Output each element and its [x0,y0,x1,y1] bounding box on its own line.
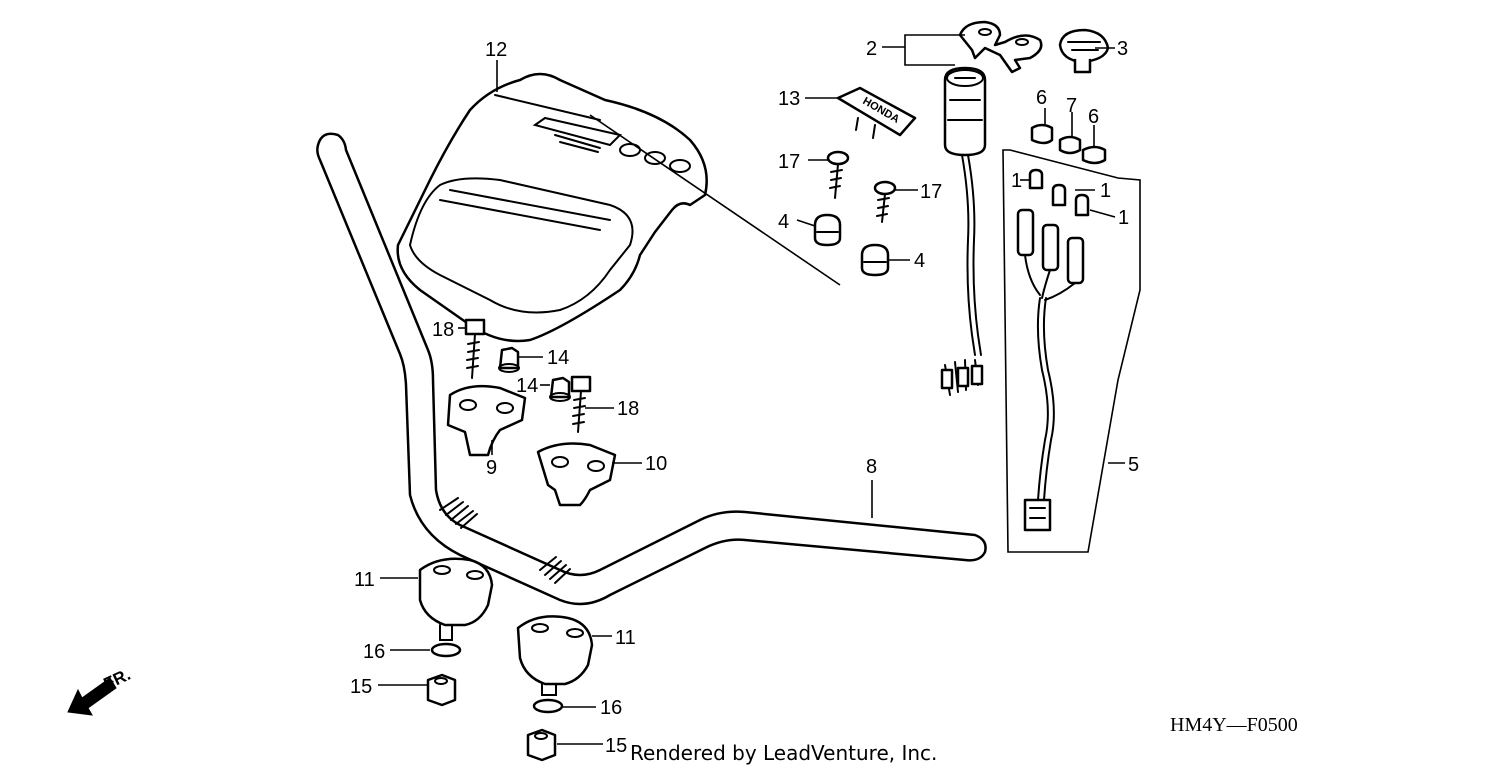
callout-4: 4 [778,211,789,233]
callout-13: 13 [778,88,800,110]
cover-leader-line [589,114,841,286]
callout-11: 11 [615,627,636,649]
callout-18: 18 [617,398,639,420]
washer-part [430,642,564,714]
callout-8: 8 [866,456,877,478]
lower-holder-part [418,557,594,696]
callout-10: 10 [645,453,667,475]
callout-17: 17 [778,151,800,173]
callout-15: 15 [605,735,627,757]
callout-18: 18 [432,319,454,341]
callout-7: 7 [1066,95,1077,117]
screw-part [826,150,897,223]
upper-holder-part [536,442,617,507]
callout-14: 14 [547,347,569,369]
callout-4: 4 [914,250,925,272]
ignition-key-part [958,20,1043,74]
indicator-cap-part [1030,123,1107,165]
handlebar-part [316,132,987,606]
callout-1: 1 [1118,207,1129,229]
cap-part [1058,28,1110,74]
callout-6: 6 [1088,106,1099,128]
callout-labels: 2 3 12 13 6 7 6 17 17 1 1 1 4 4 18 14 14… [350,38,1139,757]
callout-9: 9 [486,457,497,479]
front-direction-arrow-icon: FR. [67,665,134,716]
callout-6: 6 [1036,87,1047,109]
leader-lines [378,34,1125,745]
harness-bracket-outline [1002,149,1141,553]
grommet-part [813,213,890,277]
upper-holder-part [446,384,527,457]
nut-part [426,673,557,762]
collar-part [498,346,571,402]
callout-11: 11 [354,569,375,591]
callout-12: 12 [485,39,507,61]
callout-16: 16 [600,697,622,719]
callout-3: 3 [1117,38,1128,60]
ignition-switch-part [940,66,987,396]
bolt-part [464,318,592,433]
render-credit: Rendered by LeadVenture, Inc. [630,741,937,765]
callout-15: 15 [350,676,372,698]
diagram-code: HM4Y—F0500 [1170,714,1298,736]
handlebar-cover-part [396,72,708,343]
indicator-harness-part [1016,168,1090,532]
emblem-part: HONDA [836,86,917,139]
callout-5: 5 [1128,454,1139,476]
callout-14: 14 [516,375,538,397]
callout-1: 1 [1100,180,1111,202]
callout-1: 1 [1011,170,1022,192]
callout-16: 16 [363,641,385,663]
callout-2: 2 [866,38,877,60]
callout-17: 17 [920,181,942,203]
